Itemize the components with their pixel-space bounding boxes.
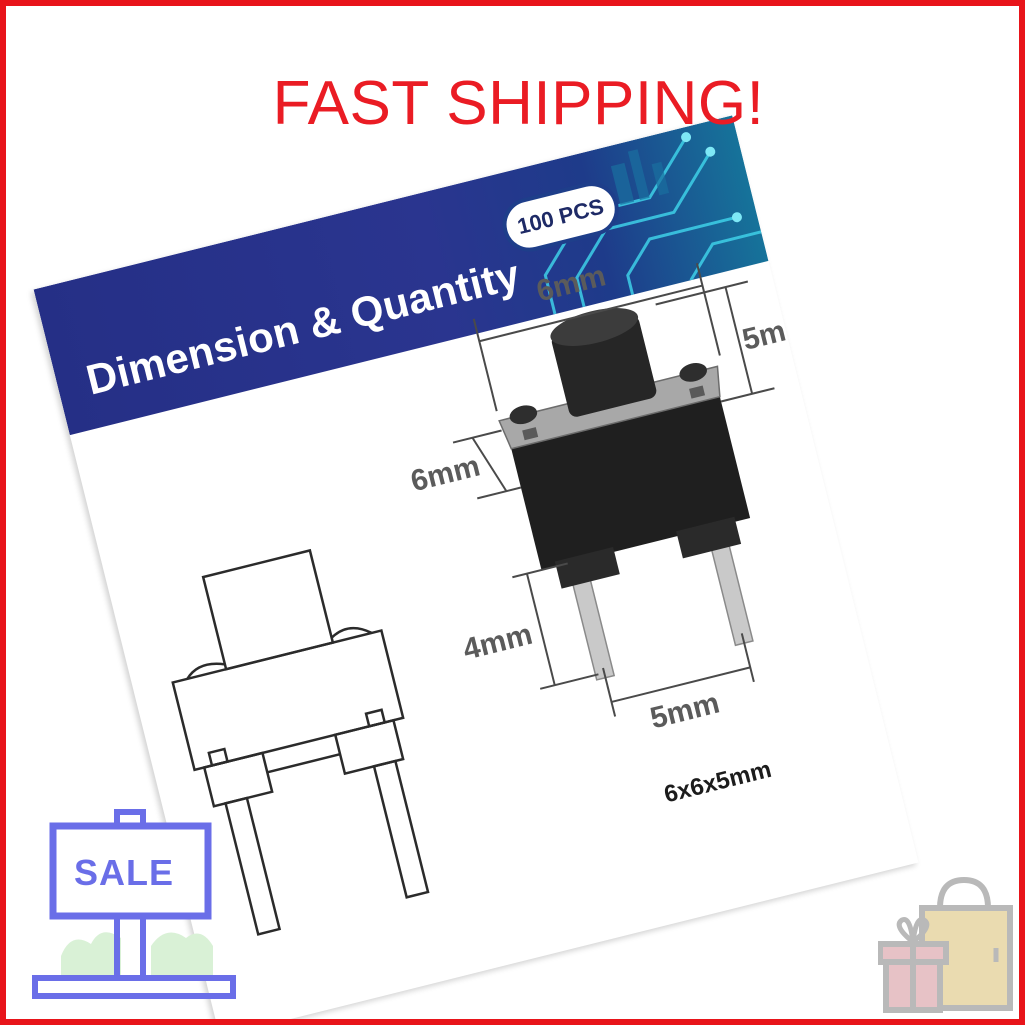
switch-photo xyxy=(498,308,754,681)
fast-shipping-headline: FAST SHIPPING! xyxy=(272,69,765,138)
sale-text: SALE xyxy=(74,852,175,893)
dimension-lines xyxy=(452,263,775,717)
gift-box-icon xyxy=(878,917,949,1013)
dimension-banner: 100 PCS Dimension & Quantity xyxy=(33,115,769,436)
sale-sign-icon xyxy=(32,809,236,999)
circuit-pattern xyxy=(543,132,762,315)
shopping-bag-icon xyxy=(878,876,1013,1013)
dimension-card: 100 PCS Dimension & Quantity xyxy=(33,115,919,1019)
switch-line-drawing xyxy=(171,263,775,936)
